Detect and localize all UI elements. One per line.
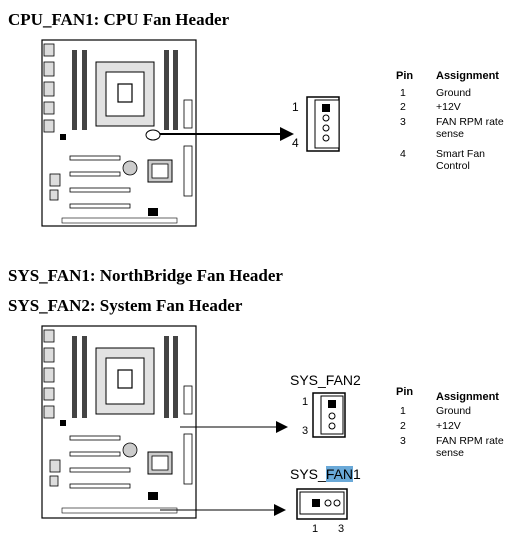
assignment-col-header: Assignment: [436, 391, 499, 403]
pin-col-header: Pin: [396, 386, 414, 398]
cpu-fan-pin-1-label: 1: [292, 100, 299, 114]
sys-fan1-pin-3-label: 3: [338, 523, 345, 535]
sys-fan1-arrow: [160, 504, 286, 516]
cpu-fan-arrow: [160, 127, 294, 141]
sys-fan1-label: SYS_FAN1: [290, 466, 361, 482]
table-cell-pin: 1: [400, 405, 406, 417]
sys-fan1-connector: [296, 488, 348, 520]
table-cell-assignment: FAN RPM rate sense: [436, 435, 504, 459]
table-cell-pin: 2: [400, 101, 406, 113]
cpu-fan-pin-4-label: 4: [292, 136, 299, 150]
motherboard-diagram-sys: [41, 325, 197, 519]
sys-fan2-heading: SYS_FAN2: System Fan Header: [8, 296, 243, 315]
table-cell-assignment: Ground: [436, 87, 472, 99]
pin-col-header: Pin: [396, 70, 414, 82]
table-cell-pin: 3: [400, 116, 406, 128]
cpu-fan-pin-table: Pin Assignment 1 Ground 2 +12V 3 FAN RPM…: [396, 70, 526, 180]
cpu-fan-connector: [306, 96, 340, 152]
sys-fan1-heading: SYS_FAN1: NorthBridge Fan Header: [8, 266, 283, 285]
table-cell-assignment: FAN RPM rate sense: [436, 116, 504, 140]
table-cell-pin: 2: [400, 420, 406, 432]
cpu-fan-heading: CPU_FAN1: CPU Fan Header: [8, 10, 230, 29]
table-cell-pin: 1: [400, 87, 406, 99]
table-cell-pin: 4: [400, 148, 406, 160]
table-cell-pin: 3: [400, 435, 406, 447]
sys-fan2-label: SYS_FAN2: [290, 372, 361, 388]
sys-fan2-connector: [312, 392, 346, 438]
sys-fan2-arrow: [180, 421, 288, 433]
table-cell-assignment: Smart Fan Control: [436, 148, 486, 172]
sys-fan2-pin-3-label: 3: [302, 425, 309, 437]
table-cell-assignment: Ground: [436, 405, 472, 417]
table-cell-assignment: +12V: [436, 101, 461, 113]
sys-fan1-pin-1-label: 1: [312, 523, 319, 535]
table-cell-assignment: +12V: [436, 420, 461, 432]
assignment-col-header: Assignment: [436, 70, 499, 82]
sys-fan2-pin-1-label: 1: [302, 396, 309, 408]
sys-fan-pin-table: Pin Assignment 1 Ground 2 +12V 3 FAN RPM…: [396, 386, 526, 466]
